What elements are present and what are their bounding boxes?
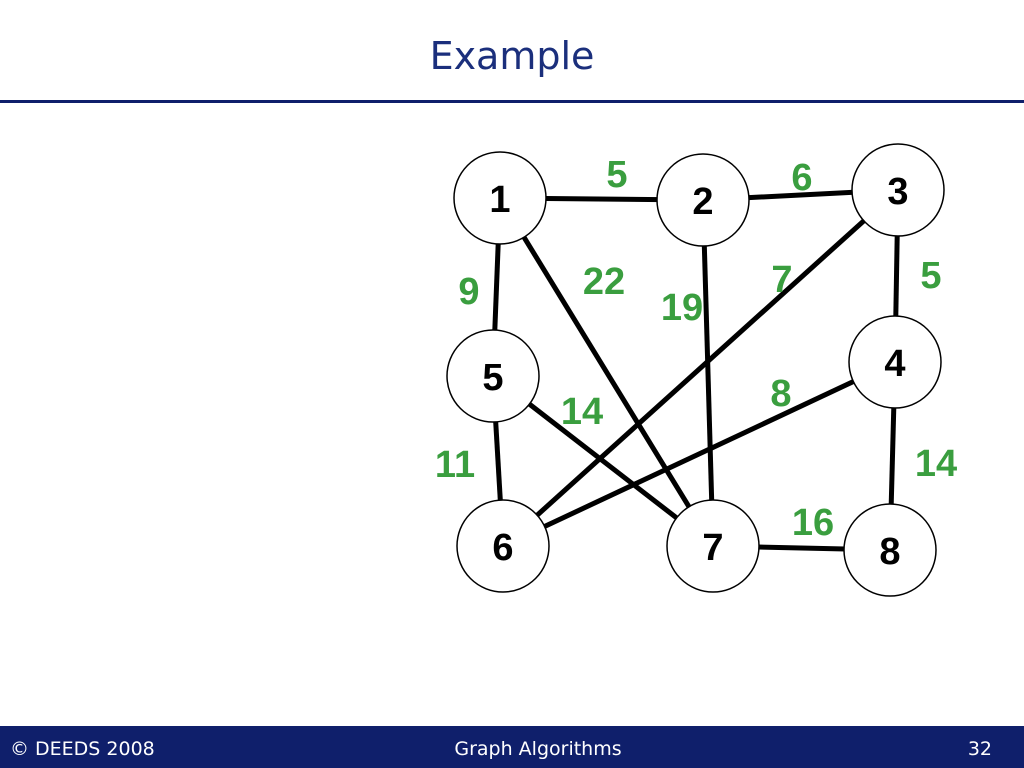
node-label: 6 [492, 527, 513, 569]
edge-weight-7-8: 16 [792, 502, 834, 544]
slide-title: Example [429, 34, 595, 78]
node-circle [456, 499, 550, 593]
edge-weight-3-6: 7 [771, 259, 792, 301]
node-circle [848, 315, 942, 409]
node-label: 2 [692, 181, 713, 223]
node-label: 4 [884, 343, 905, 385]
edge-weight-5-7: 14 [561, 391, 603, 433]
node-3: 3 [851, 143, 945, 237]
node-circle [453, 151, 547, 245]
node-6: 6 [456, 499, 550, 593]
node-2: 2 [656, 153, 750, 247]
node-7: 7 [666, 499, 760, 593]
edge-weight-2-7: 19 [661, 287, 703, 329]
page-number: 32 [967, 738, 992, 760]
footer-bar: © DEEDS 2008 Graph Algorithms 32 [0, 726, 1024, 768]
node-circle [843, 503, 937, 597]
node-label: 3 [887, 171, 908, 213]
edge-3-6 [501, 188, 900, 548]
footer-title: Graph Algorithms [454, 738, 622, 760]
node-label: 7 [702, 527, 723, 569]
node-label: 1 [489, 179, 510, 221]
node-8: 8 [843, 503, 937, 597]
node-circle [851, 143, 945, 237]
edge-weight-4-6: 8 [770, 373, 791, 415]
edge-weight-1-5: 9 [458, 271, 479, 313]
edge-weight-2-3: 6 [791, 157, 812, 199]
nodes-layer: 1 2 3 4 5 6 7 8 [446, 143, 945, 597]
edge-2-7 [700, 199, 716, 547]
node-circle [446, 329, 540, 423]
node-circle [656, 153, 750, 247]
edge-weight-1-2: 5 [606, 154, 627, 196]
edge-weight-4-8: 14 [915, 443, 957, 485]
node-circle [666, 499, 760, 593]
edge-weight-3-4: 5 [920, 255, 941, 297]
title-divider [0, 100, 1024, 103]
edge-weight-5-6: 11 [435, 444, 475, 486]
footer-copyright: © DEEDS 2008 [10, 738, 155, 760]
node-label: 8 [879, 531, 900, 573]
node-1: 1 [453, 151, 547, 245]
edge-weight-1-7: 22 [583, 261, 625, 303]
node-4: 4 [848, 315, 942, 409]
edge-1-7 [497, 196, 716, 548]
node-label: 5 [482, 357, 503, 399]
node-5: 5 [446, 329, 540, 423]
edge-4-6 [501, 359, 897, 549]
